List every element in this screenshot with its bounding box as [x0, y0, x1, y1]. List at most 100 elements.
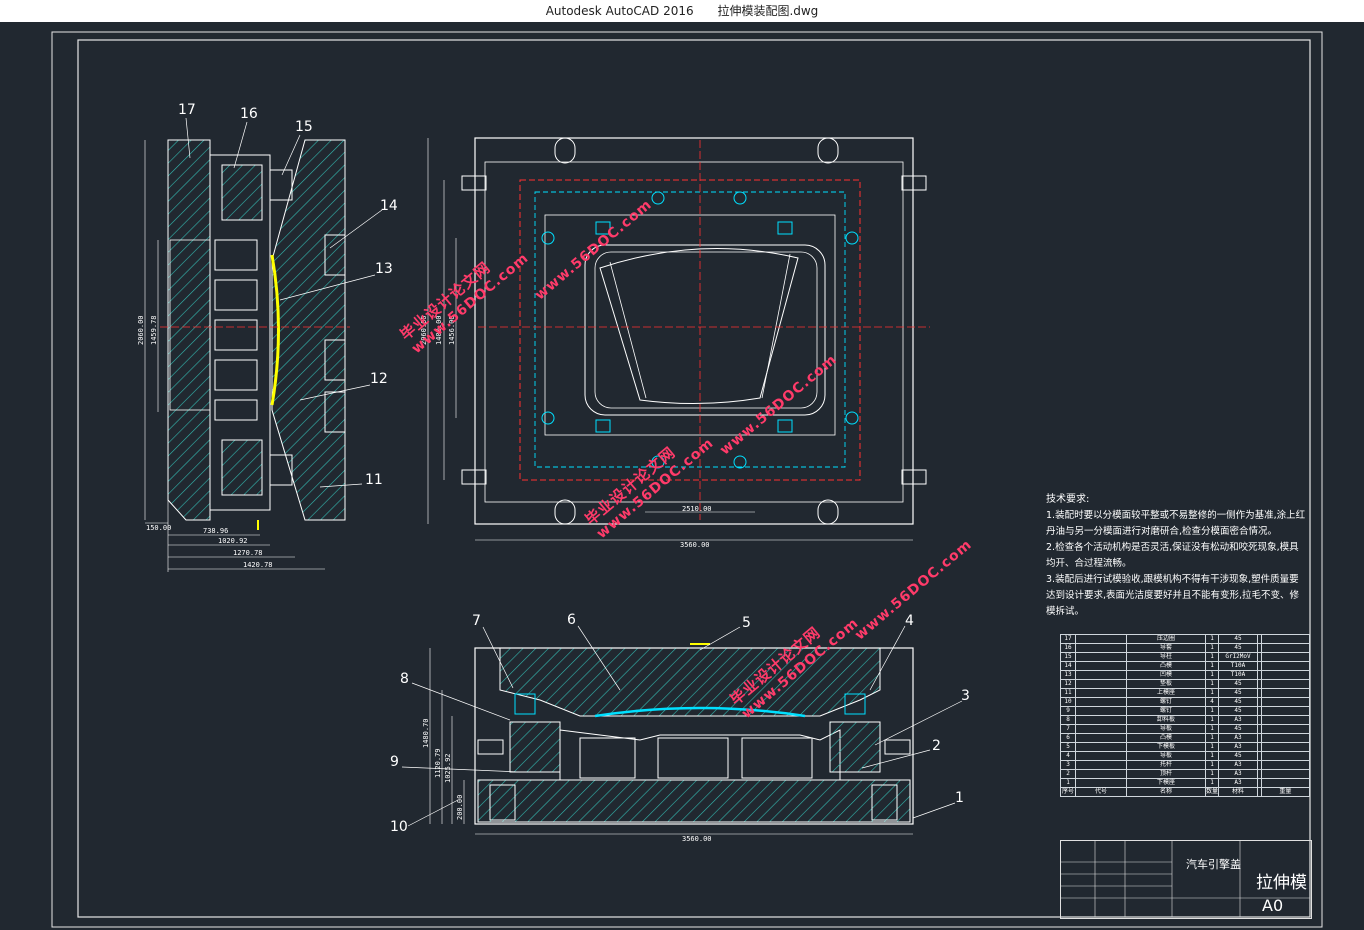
bom-cell: 凸模 — [1126, 733, 1206, 743]
bom-cell: 螺钉 — [1126, 697, 1206, 707]
bom-cell: 凹模 — [1126, 670, 1206, 680]
sheet-border-inner — [77, 39, 1311, 918]
bom-cell: 1 — [1205, 778, 1219, 788]
bom-cell — [1260, 634, 1311, 644]
bom-cell: 导柱 — [1126, 652, 1206, 662]
bom-cell: 12 — [1060, 679, 1076, 689]
side-view: 17 16 15 14 13 12 11 2060.00 1459.78 150… — [137, 102, 398, 572]
front-dim-h4: 200.00 — [456, 795, 464, 820]
bom-cell: 上模座 — [1126, 688, 1206, 698]
bom-cell: 15 — [1060, 652, 1076, 662]
front-label-6: 6 — [567, 612, 576, 628]
bom-cell — [1260, 742, 1311, 752]
bom-cell — [1075, 778, 1127, 788]
bom-cell — [1075, 715, 1127, 725]
drawing-name: 拉伸模 — [1256, 873, 1307, 893]
side-label-17: 17 — [178, 102, 196, 118]
bom-cell — [1260, 679, 1311, 689]
bom-cell: 2 — [1060, 769, 1076, 779]
bom-cell: 1 — [1060, 778, 1076, 788]
front-view: 1480.70 1120.79 1025.92 200.00 3560.00 7… — [390, 612, 970, 843]
bom-cell — [1075, 679, 1127, 689]
bom-cell — [1075, 733, 1127, 743]
drawing-canvas[interactable]: 17 16 15 14 13 12 11 2060.00 1459.78 150… — [0, 22, 1364, 930]
bom-cell: GrI2MoV — [1218, 652, 1258, 662]
bom-cell — [1075, 697, 1127, 707]
bom-cell — [1075, 760, 1127, 770]
front-label-4: 4 — [905, 613, 914, 629]
bom-cell: A3 — [1218, 742, 1258, 752]
bom-cell: 4 — [1060, 751, 1076, 761]
bom-cell — [1075, 670, 1127, 680]
title-block-lines — [1060, 840, 1310, 917]
bom-cell: 1 — [1205, 643, 1219, 653]
bom-cell: 3 — [1060, 760, 1076, 770]
bom-cell: 45 — [1218, 688, 1258, 698]
side-dim-h1: 2060.00 — [137, 315, 145, 345]
side-dim-w3: 1270.78 — [233, 549, 263, 557]
bom-cell — [1260, 670, 1311, 680]
note-item: 1.装配时要以分模面较平整或不易整修的一侧作为基准,涂上红丹油与另一分模面进行对… — [1046, 510, 1306, 537]
bom-cell: 导板 — [1126, 724, 1206, 734]
top-dim-h2: 1400.00 — [435, 315, 443, 345]
bom-cell: 8 — [1060, 715, 1076, 725]
bom-cell: 45 — [1218, 724, 1258, 734]
bom-cell — [1075, 769, 1127, 779]
bom-cell: 45 — [1218, 643, 1258, 653]
top-dim-h1: 2060.00 — [420, 315, 428, 345]
front-label-9: 9 — [390, 754, 399, 770]
bom-cell: 45 — [1218, 706, 1258, 716]
bom-cell: A3 — [1218, 733, 1258, 743]
bom-cell: 1 — [1205, 706, 1219, 716]
notes-heading: 技术要求: — [1046, 494, 1090, 505]
sheet-size: A0 — [1262, 896, 1284, 915]
bom-cell: A3 — [1218, 769, 1258, 779]
bom-cell — [1260, 697, 1311, 707]
side-label-15: 15 — [295, 119, 313, 135]
bom-cell: 45 — [1218, 697, 1258, 707]
side-dim-w0: 150.00 — [146, 524, 171, 532]
bom-cell: T10A — [1218, 661, 1258, 671]
bom-cell: 9 — [1060, 706, 1076, 716]
front-dim-w: 3560.00 — [682, 835, 712, 843]
bom-cell: A3 — [1218, 760, 1258, 770]
bom-cell — [1075, 751, 1127, 761]
bom-cell: 1 — [1205, 634, 1219, 644]
bom-cell: 托杆 — [1126, 760, 1206, 770]
front-dim-h1: 1480.70 — [422, 718, 430, 748]
side-label-12: 12 — [370, 371, 388, 387]
note-item: 3.装配后进行试模验收,跟模机构不得有干涉现象,塑件质量要达到设计要求,表面光洁… — [1046, 574, 1300, 617]
bom-header-cell: 名称 — [1126, 787, 1206, 797]
bom-cell: 1 — [1205, 724, 1219, 734]
bom-cell — [1260, 769, 1311, 779]
bom-header-cell: 材料 — [1218, 787, 1258, 797]
bom-cell — [1075, 661, 1127, 671]
bom-cell: 1 — [1205, 715, 1219, 725]
side-label-14: 14 — [380, 198, 398, 214]
side-dim-h2: 1459.78 — [150, 315, 158, 345]
front-dim-h2: 1120.79 — [434, 748, 442, 778]
bom-cell: 压边圈 — [1126, 634, 1206, 644]
file-name: 拉伸模装配图.dwg — [717, 4, 819, 18]
bom-cell: 1 — [1205, 688, 1219, 698]
bom-cell: 凸模 — [1126, 661, 1206, 671]
bom-cell — [1260, 778, 1311, 788]
bom-cell: 13 — [1060, 670, 1076, 680]
bom-cell — [1075, 643, 1127, 653]
bom-cell: A3 — [1218, 715, 1258, 725]
bom-cell — [1260, 715, 1311, 725]
cad-drawing: 17 16 15 14 13 12 11 2060.00 1459.78 150… — [51, 31, 1323, 928]
sheet-border-outer — [51, 31, 1323, 928]
bom-cell: 1 — [1205, 670, 1219, 680]
bom-cell — [1260, 724, 1311, 734]
bom-cell: 螺钉 — [1126, 706, 1206, 716]
